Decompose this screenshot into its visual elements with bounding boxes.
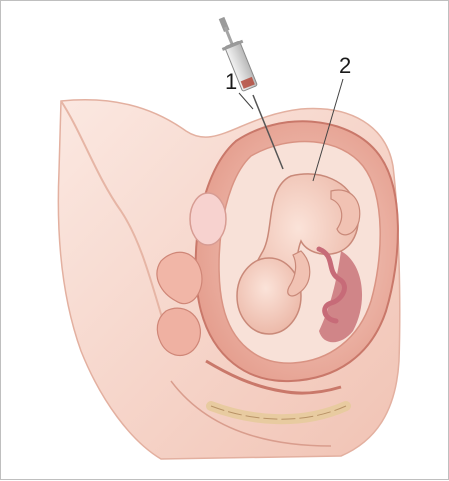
label-2: 2 [339, 53, 351, 78]
leader-line-1 [239, 93, 253, 109]
label-1: 1 [225, 69, 237, 94]
bladder [190, 193, 226, 245]
syringe-plunger-cap [219, 17, 230, 32]
